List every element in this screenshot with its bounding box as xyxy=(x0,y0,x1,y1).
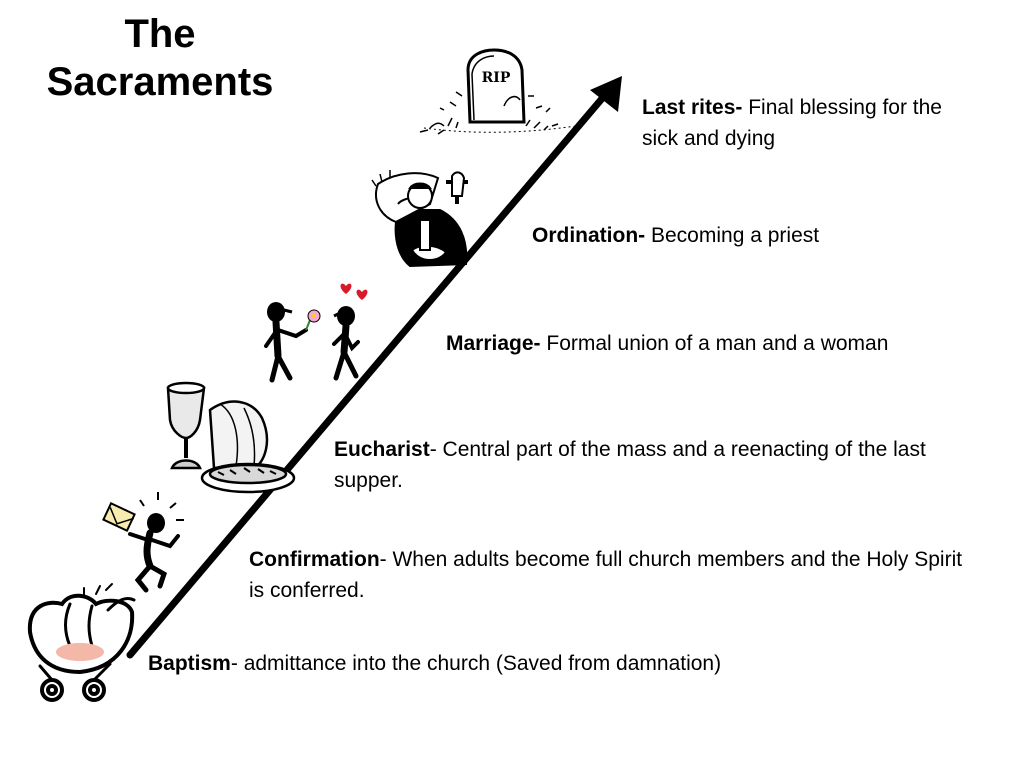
sacrament-name: Last rites- xyxy=(642,96,743,119)
slide-title: The Sacraments xyxy=(30,10,290,106)
priest-icon xyxy=(371,170,468,268)
couple-hearts-icon xyxy=(264,283,368,383)
label-marriage: Marriage- Formal union of a man and a wo… xyxy=(446,328,916,359)
label-last-rites: Last rites- Final blessing for the sick … xyxy=(642,92,942,154)
chalice-bread-icon xyxy=(166,381,296,494)
tombstone-icon: RIP xyxy=(419,48,577,135)
title-line-2: Sacraments xyxy=(46,60,274,104)
sacrament-description: Becoming a priest xyxy=(651,224,820,247)
sacrament-name: Confirmation xyxy=(249,548,380,571)
sacrament-description: Formal union of a man and a woman xyxy=(546,332,889,355)
label-confirmation: Confirmation- When adults become full ch… xyxy=(249,548,963,602)
stick-figure-letter-icon xyxy=(102,492,184,593)
label-ordination: Ordination- Becoming a priest xyxy=(532,220,952,251)
sacrament-name: Marriage- xyxy=(446,332,541,355)
sacrament-name: Baptism xyxy=(148,652,231,675)
sacrament-description: Final blessing for the sick and dying xyxy=(642,96,942,150)
sacrament-description: admittance into the church (Saved from d… xyxy=(243,652,722,675)
tombstone-inscription: RIP xyxy=(482,70,511,86)
sacrament-description: Central part of the mass and a reenactin… xyxy=(334,438,926,492)
sacrament-description: When adults become full church members a… xyxy=(249,548,963,602)
baby-carriage-icon xyxy=(27,583,136,702)
title-line-1: The xyxy=(124,12,196,56)
sacrament-name: Ordination- xyxy=(532,224,646,247)
sacrament-name: Eucharist xyxy=(334,438,430,461)
label-eucharist: Eucharist- Central part of the mass and … xyxy=(334,438,926,492)
progression-arrow xyxy=(126,76,622,659)
label-baptism: Baptism- admittance into the church (Sav… xyxy=(148,652,722,675)
